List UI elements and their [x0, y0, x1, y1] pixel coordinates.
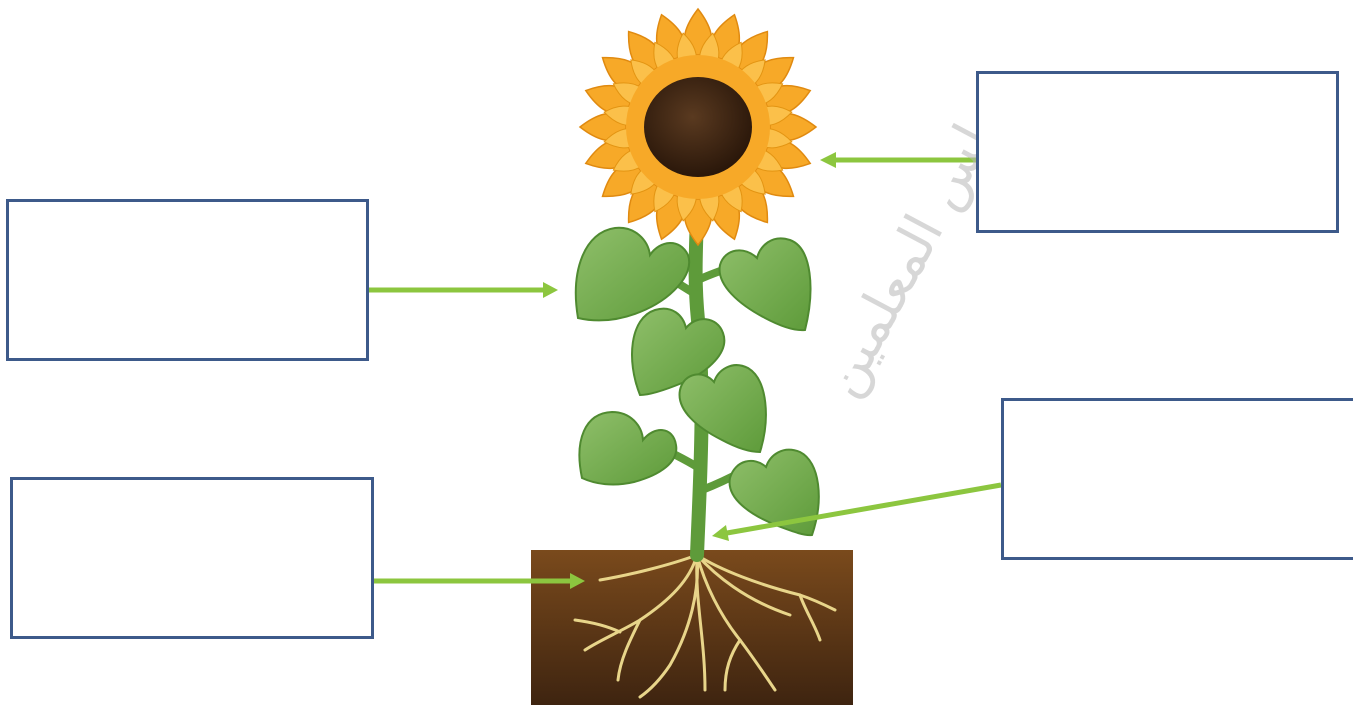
- flower-center: [644, 77, 752, 177]
- arrow-stem: [712, 482, 1002, 541]
- flower: [578, 7, 818, 247]
- leaves: [574, 226, 820, 537]
- label-box-leaf[interactable]: [6, 199, 369, 361]
- arrow-root: [374, 573, 585, 589]
- connector-arrows: [369, 152, 1002, 589]
- roots: [573, 553, 837, 699]
- label-box-root[interactable]: [10, 477, 374, 639]
- soil: [531, 550, 853, 705]
- label-box-flower[interactable]: [976, 71, 1339, 233]
- label-box-stem[interactable]: [1001, 398, 1353, 560]
- arrow-leaf: [369, 282, 558, 298]
- arrow-flower: [820, 152, 976, 168]
